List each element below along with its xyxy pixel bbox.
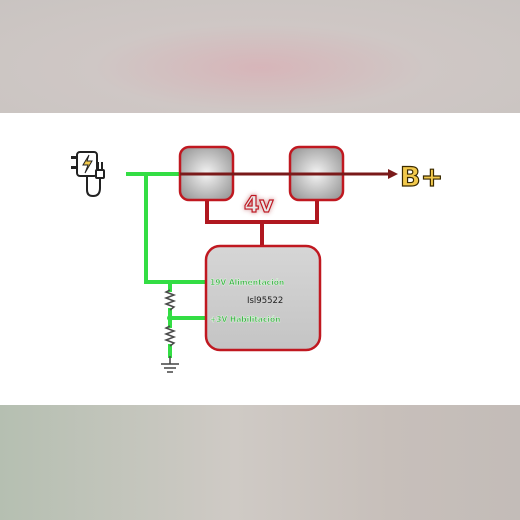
bottom-blur-band [0,405,520,520]
ground-icon [161,356,179,373]
voltage-label: 4v [244,193,274,218]
battery-output-label: B+ [400,162,443,193]
resistor-top [163,289,177,311]
top-blur-band [0,0,520,113]
pin-power-label: 19V Alimentación [210,278,284,287]
controller-chip [204,244,322,352]
control-wiring [205,198,319,246]
battery-line [180,169,398,179]
chip-name: Isl95522 [247,296,283,306]
junction-dot [167,315,173,321]
pin-enable-label: +3V Habilitación [210,315,281,324]
resistor-bottom [163,325,177,347]
power-plug-icon [71,151,105,198]
